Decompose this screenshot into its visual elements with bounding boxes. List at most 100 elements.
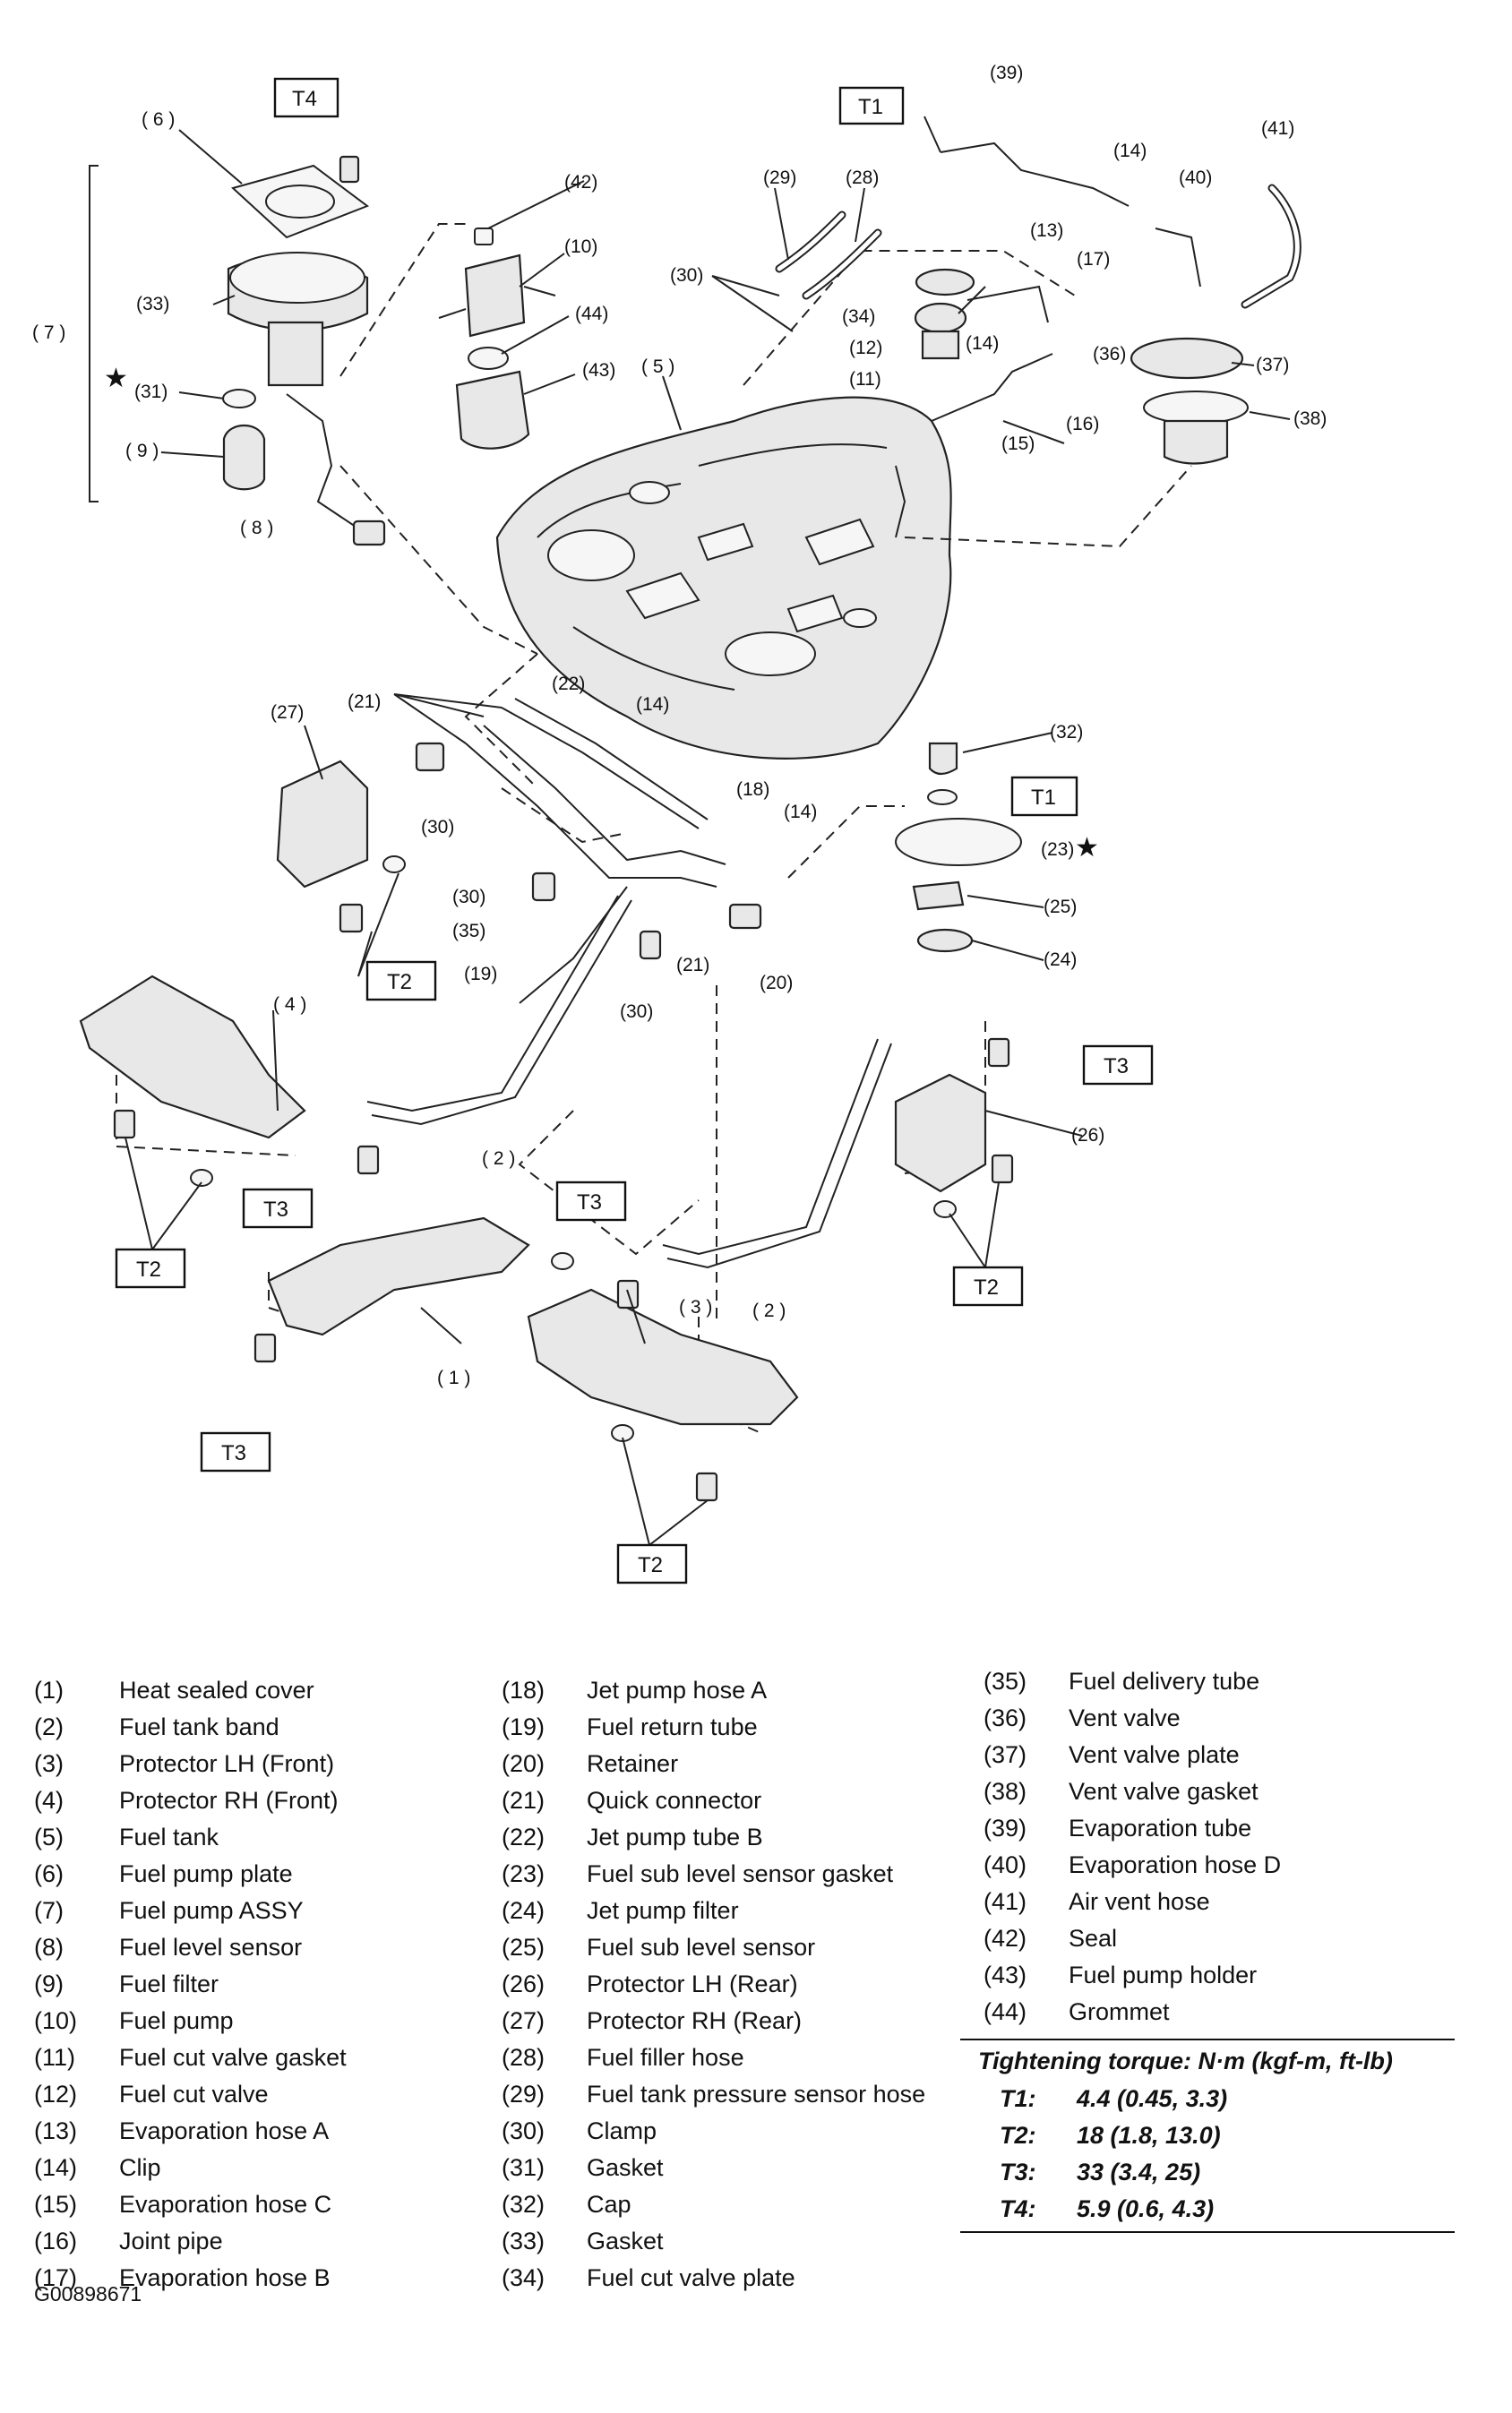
fuel-tank-bands — [366, 895, 892, 1269]
callout-14c: (14) — [636, 694, 669, 715]
legend-item-number: (22) — [502, 1824, 546, 1851]
callout-30a: (30) — [670, 265, 703, 286]
legend-item-name: Clamp — [587, 2117, 657, 2144]
torque-value: 18 (1.8, 13.0) — [1077, 2122, 1221, 2149]
legend-item-number: (3) — [34, 1750, 64, 1777]
svg-text:T1: T1 — [1031, 786, 1056, 810]
callout-27: (27) — [271, 702, 304, 723]
callout-30d: (30) — [620, 1001, 653, 1022]
legend-item-number: (5) — [34, 1824, 64, 1851]
legend-item-number: (37) — [984, 1741, 1027, 1768]
callout-15: (15) — [1001, 434, 1035, 454]
legend-item-name: Fuel return tube — [587, 1713, 758, 1740]
callout-25: (25) — [1044, 897, 1077, 917]
legend-item-name: Protector RH (Front) — [119, 1787, 339, 1814]
assembly-lines — [116, 223, 1192, 1434]
callout-44: (44) — [575, 304, 608, 324]
callout-23: (23) — [1041, 839, 1074, 860]
torque-tag-t2-rear-lh: T2 — [952, 1266, 1024, 1307]
star-23: ★ — [1075, 833, 1099, 863]
legend-item-name: Vent valve plate — [1069, 1741, 1240, 1768]
torque-value: 33 (3.4, 25) — [1077, 2159, 1201, 2185]
legend-item-name: Cap — [587, 2191, 631, 2218]
legend-item-number: (24) — [502, 1897, 546, 1924]
legend-item-number: (20) — [502, 1750, 546, 1777]
torque-table-title: Tightening torque: N·m (kgf-m, ft-lb) — [978, 2048, 1393, 2074]
torque-key: T4: — [1000, 2195, 1036, 2222]
legend-item-number: (41) — [984, 1888, 1027, 1915]
star-31: ★ — [104, 364, 128, 393]
legend-item-name: Jet pump tube B — [587, 1824, 763, 1851]
protector-rh-front — [79, 975, 306, 1139]
callout-40: (40) — [1179, 167, 1212, 188]
parts-legend: (1)Heat sealed cover(2)Fuel tank band(3)… — [0, 1639, 1512, 2413]
callout-38: (38) — [1293, 408, 1327, 429]
legend-item-number: (38) — [984, 1778, 1027, 1805]
vent-valve-parts — [940, 142, 1302, 465]
callout-leaders — [125, 116, 1291, 1546]
legend-item-name: Fuel filter — [119, 1971, 219, 1997]
legend-item-name: Fuel pump — [119, 2007, 234, 2034]
legend-item-number: (31) — [502, 2154, 546, 2181]
callout-21b: (21) — [676, 955, 709, 975]
legend-item-name: Protector LH (Front) — [119, 1750, 335, 1777]
legend-item-number: (11) — [34, 2044, 76, 2071]
torque-key: T2: — [1000, 2122, 1036, 2149]
svg-text:T2: T2 — [387, 970, 412, 994]
callout-34: (34) — [842, 306, 875, 327]
legend-item-number: (2) — [34, 1713, 64, 1740]
bolts — [113, 155, 1014, 1502]
callout-9: ( 9 ) — [125, 441, 159, 461]
torque-key: T1: — [1000, 2085, 1036, 2112]
torque-tag-t2-front-lh: T2 — [616, 1543, 688, 1584]
legend-item-name: Jet pump filter — [587, 1897, 739, 1924]
callout-3: ( 3 ) — [679, 1297, 712, 1318]
legend-item-number: (13) — [34, 2117, 78, 2144]
callout-28: (28) — [846, 167, 879, 188]
torque-value: 5.9 (0.6, 4.3) — [1077, 2195, 1215, 2222]
protector-rh-rear — [276, 760, 369, 889]
legend-item-number: (19) — [502, 1713, 546, 1740]
legend-item-number: (28) — [502, 2044, 546, 2071]
callout-labels: ( 6 ) (33) ( 7 ) (31) ★ ( 9 ) ( 8 ) (42)… — [32, 63, 1327, 1388]
legend-item-number: (18) — [502, 1677, 546, 1704]
protector-lh-front — [527, 1288, 799, 1426]
legend-item-name: Gasket — [587, 2228, 664, 2254]
callout-19: (19) — [464, 964, 497, 984]
legend-item-number: (35) — [984, 1668, 1027, 1695]
legend-item-name: Gasket — [587, 2154, 664, 2181]
callout-7: ( 7 ) — [32, 322, 65, 343]
torque-row: T4: 5.9 (0.6, 4.3) — [960, 2191, 1455, 2228]
callout-41: (41) — [1261, 118, 1294, 139]
legend-item-name: Fuel filler hose — [587, 2044, 744, 2071]
legend-item-name: Grommet — [1069, 1998, 1170, 2025]
legend-item-number: (26) — [502, 1971, 546, 1997]
legend-item-number: (40) — [984, 1851, 1027, 1878]
callout-37: (37) — [1256, 355, 1289, 375]
legend-item-name: Heat sealed cover — [119, 1677, 314, 1704]
callout-14a: (14) — [966, 333, 999, 354]
torque-table-rows: T1:4.4 (0.45, 3.3)T2:18 (1.8, 13.0)T3:33… — [960, 2081, 1455, 2228]
callout-18: (18) — [736, 779, 769, 800]
callout-20: (20) — [760, 973, 793, 993]
protector-lh-rear — [894, 1073, 987, 1193]
legend-item-number: (8) — [34, 1934, 64, 1961]
torque-row: T3:33 (3.4, 25) — [960, 2154, 1455, 2191]
callout-14b: (14) — [1113, 141, 1147, 161]
legend-item-number: (44) — [984, 1998, 1027, 2025]
torque-tag-t3-band-lh: T3 — [555, 1181, 627, 1222]
figure-id: G00898671 — [34, 2282, 142, 2306]
svg-text:T2: T2 — [638, 1553, 663, 1577]
legend-item-number: (25) — [502, 1934, 546, 1961]
callout-6: ( 6 ) — [142, 109, 175, 130]
svg-text:T3: T3 — [1104, 1054, 1129, 1078]
legend-item-number: (21) — [502, 1787, 546, 1814]
legend-item-name: Evaporation hose C — [119, 2191, 332, 2218]
legend-item-name: Vent valve — [1069, 1705, 1181, 1731]
legend-item-number: (17) — [34, 2264, 78, 2291]
callout-35: (35) — [452, 921, 485, 941]
legend-item-name: Quick connector — [587, 1787, 762, 1814]
legend-item-name: Fuel level sensor — [119, 1934, 303, 1961]
callout-21a: (21) — [348, 691, 381, 712]
legend-item-number: (9) — [34, 1971, 64, 1997]
